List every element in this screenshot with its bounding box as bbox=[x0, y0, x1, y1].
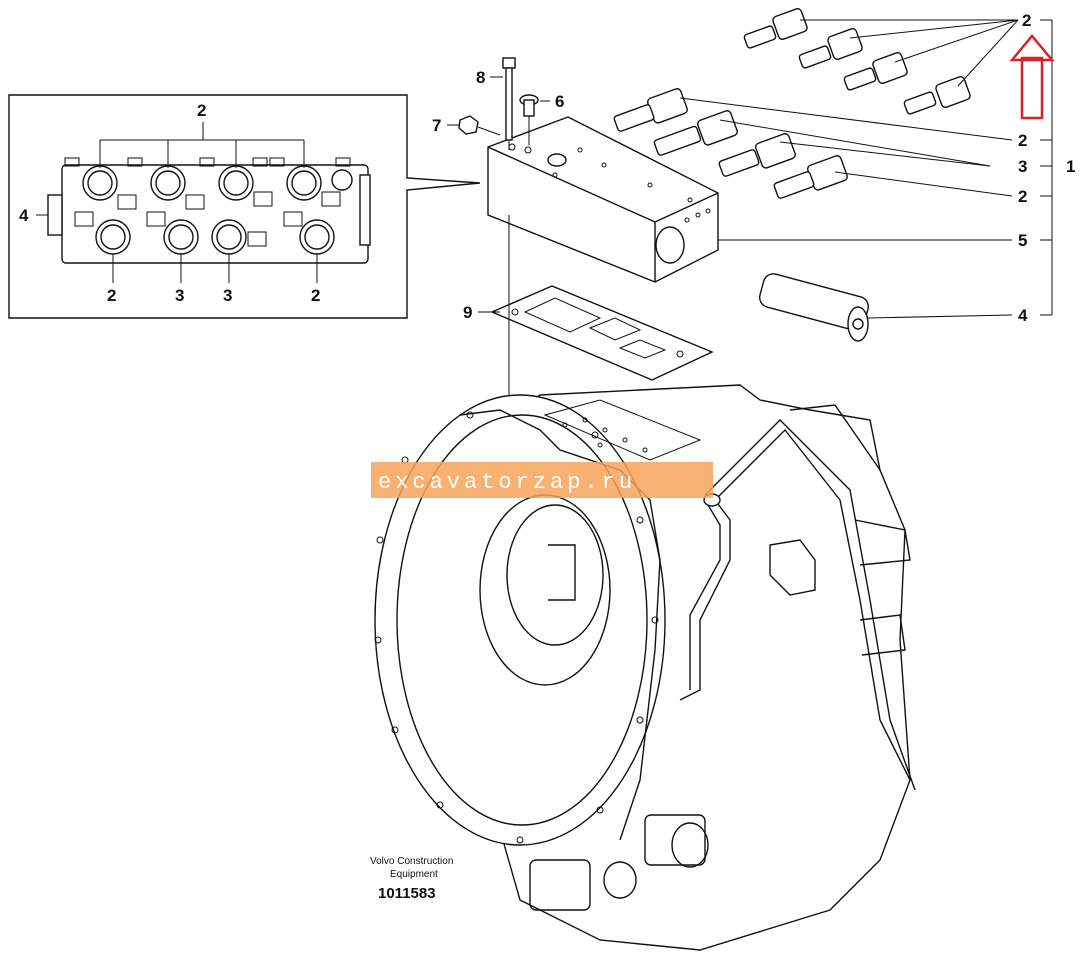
callout-4: 4 bbox=[1018, 306, 1028, 325]
callout-9: 9 bbox=[463, 303, 472, 322]
plug bbox=[519, 94, 539, 145]
inset-callout-2-left: 2 bbox=[107, 286, 116, 305]
caption-part-number: 1011583 bbox=[378, 885, 436, 902]
callout-6: 6 bbox=[555, 92, 564, 111]
inset-callout-3-b: 3 bbox=[223, 286, 232, 305]
callout-5: 5 bbox=[1018, 231, 1027, 250]
callout-7: 7 bbox=[432, 116, 441, 135]
callout-2-top: 2 bbox=[1022, 11, 1031, 30]
inset-detail: 2 4 2 3 3 2 bbox=[8, 94, 481, 319]
nut bbox=[458, 115, 501, 136]
watermark-text: excavatorzap.ru bbox=[378, 470, 636, 495]
inset-callout-3-a: 3 bbox=[175, 286, 184, 305]
leader-lines bbox=[447, 19, 1053, 319]
solenoid-valves bbox=[613, 8, 971, 342]
inset-callout-2-right: 2 bbox=[311, 286, 320, 305]
caption-company: Volvo Construction bbox=[370, 856, 453, 867]
caption-equipment: Equipment bbox=[390, 869, 438, 880]
callout-3: 3 bbox=[1018, 157, 1027, 176]
inset-callout-4: 4 bbox=[19, 206, 29, 225]
callout-2-right-upper: 2 bbox=[1018, 131, 1027, 150]
callout-1: 1 bbox=[1066, 157, 1075, 176]
watermark: excavatorzap.ru bbox=[371, 462, 713, 498]
gasket bbox=[490, 285, 714, 381]
valve-block bbox=[487, 116, 719, 283]
callout-2-right-lower: 2 bbox=[1018, 187, 1027, 206]
bolt bbox=[502, 57, 516, 150]
up-arrow-icon bbox=[1009, 34, 1055, 120]
transmission-housing bbox=[374, 384, 916, 951]
callout-8: 8 bbox=[476, 68, 485, 87]
inset-callout-2-top: 2 bbox=[197, 101, 206, 120]
